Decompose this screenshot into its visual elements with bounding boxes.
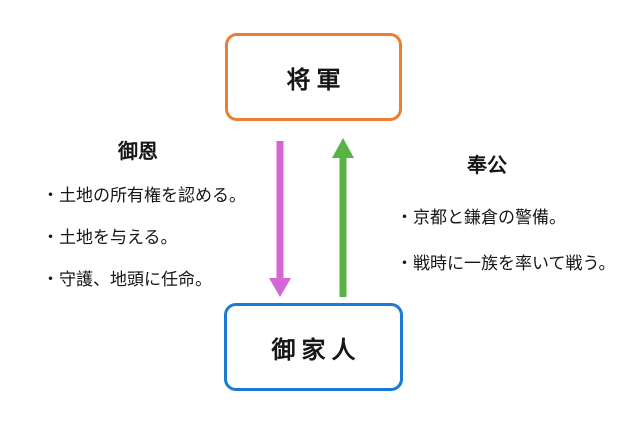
hoko-list: ・京都と鎌倉の警備。 ・戦時に一族を率いて戦う。 [396,209,615,273]
down-arrow-head [269,278,291,297]
up-arrow-shaft [339,156,347,297]
list-item: ・京都と鎌倉の警備。 [396,208,566,227]
list-item: ・土地の所有権を認める。 [42,186,246,205]
list-item: ・土地を与える。 [42,227,178,247]
goon-heading: 御恩 [118,141,158,163]
down-arrow-shaft [276,141,284,280]
list-item: ・戦時に一族を率いて戦う。 [396,253,616,273]
down-arrow-shape [269,141,291,297]
list-item: ・守護、地頭に任命。 [42,269,212,289]
gokenin-label: 御家人 [271,337,362,364]
goon-list: ・土地の所有権を認める。 ・土地を与える。 ・守護、地頭に任命。 [42,187,246,289]
up-arrow-shape [332,138,354,297]
up-arrow-head [332,138,354,158]
hoko-heading: 奉公 [467,155,507,177]
up-arrow [332,138,354,297]
shogun-label: 将軍 [286,67,347,94]
gokenin-box: 御家人 [224,303,403,391]
shogun-box: 将軍 [225,33,402,121]
down-arrow [269,141,291,297]
